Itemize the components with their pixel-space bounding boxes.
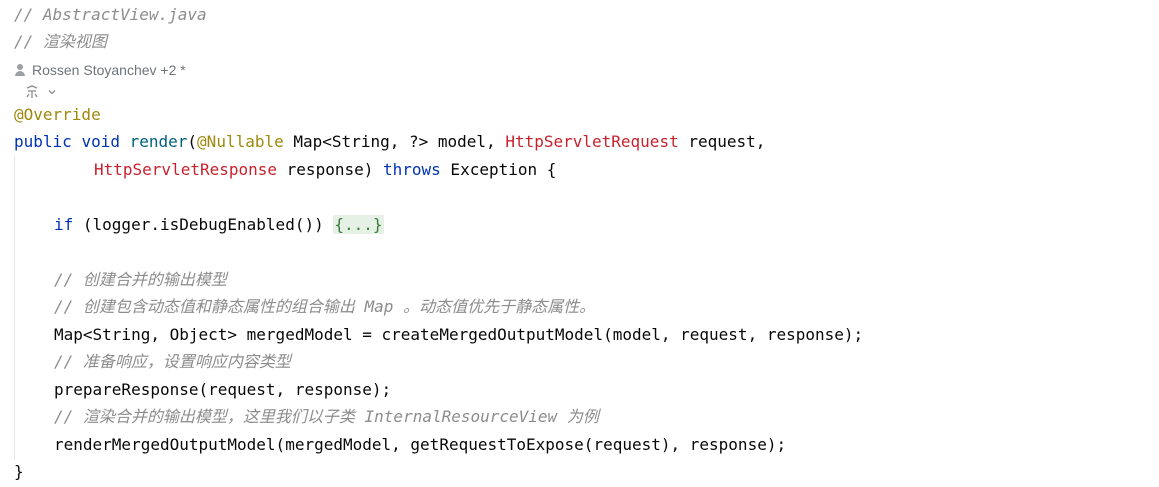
comment-create-merged: // 创建合并的输出模型	[54, 270, 227, 289]
prepare-response-line: prepareResponse(request, response);	[54, 380, 392, 399]
closing-brace: }	[14, 462, 24, 481]
method-signature-line-2: HttpServletResponse response) throws Exc…	[94, 157, 556, 183]
map-param: Map<String, ?> model,	[293, 132, 506, 151]
exception-type: Exception {	[440, 160, 557, 179]
description-comment: // 渲染视图	[14, 32, 107, 51]
if-statement-line: if (logger.isDebugEnabled()) {...}	[54, 212, 384, 238]
chevron-down-icon	[47, 35, 69, 149]
file-comment: // AbstractView.java	[14, 5, 207, 24]
folded-block[interactable]: {...}	[333, 215, 384, 234]
kw-public: public	[14, 132, 72, 151]
kw-if: if	[54, 215, 74, 234]
request-type: HttpServletRequest	[505, 132, 679, 151]
user-icon	[14, 64, 26, 76]
nullable-annotation: @Nullable	[197, 132, 284, 151]
if-condition: (logger.isDebugEnabled())	[73, 215, 334, 234]
author-inlay-hint[interactable]: Rossen Stoyanchev +2 *	[14, 57, 186, 83]
response-param: response)	[277, 160, 383, 179]
override-annotation: @Override	[14, 105, 101, 124]
paren-open: (	[187, 132, 198, 151]
response-type: HttpServletResponse	[94, 160, 278, 179]
code-editor[interactable]: // AbstractView.java // 渲染视图 Rossen Stoy…	[14, 0, 1159, 487]
merged-model-line: Map<String, Object> mergedModel = create…	[54, 325, 864, 344]
render-merged-line: renderMergedOutputModel(mergedModel, get…	[54, 435, 787, 454]
request-param: request,	[678, 132, 766, 151]
comment-render-merged: // 渲染合并的输出模型，这里我们以子类 InternalResourceVie…	[54, 407, 599, 426]
kw-void: void	[81, 132, 120, 151]
method-signature-line-1: public void render(@Nullable Map<String,…	[14, 129, 765, 155]
implementations-icon	[24, 32, 46, 152]
indent-guide	[14, 155, 15, 460]
author-text: Rossen Stoyanchev +2 *	[32, 62, 186, 78]
comment-prepare-response: // 准备响应，设置响应内容类型	[54, 352, 291, 371]
kw-throws: throws	[383, 160, 441, 179]
comment-combined-output: // 创建包含动态值和静态属性的组合输出 Map 。动态值优先于静态属性。	[54, 297, 596, 316]
method-name: render	[129, 132, 188, 151]
implementations-hint[interactable]	[24, 79, 68, 105]
